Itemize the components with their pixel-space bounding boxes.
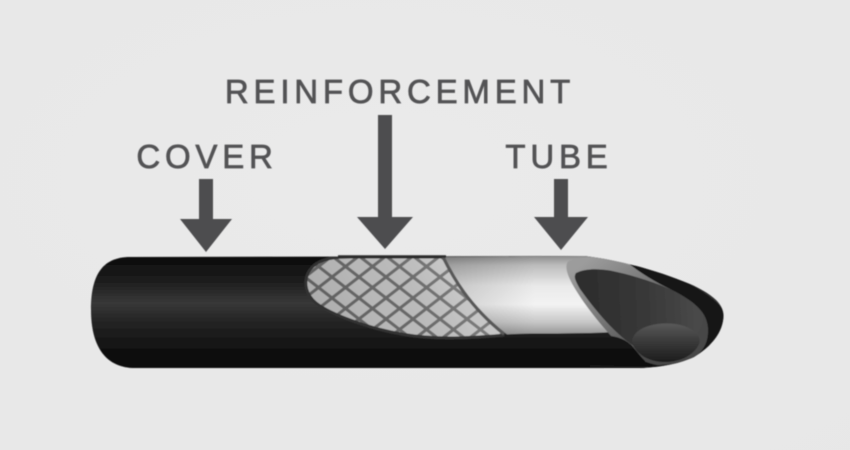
- svg-text:TUBE: TUBE: [505, 138, 612, 175]
- svg-text:REINFORCEMENT: REINFORCEMENT: [225, 73, 575, 110]
- svg-text:COVER: COVER: [136, 138, 277, 175]
